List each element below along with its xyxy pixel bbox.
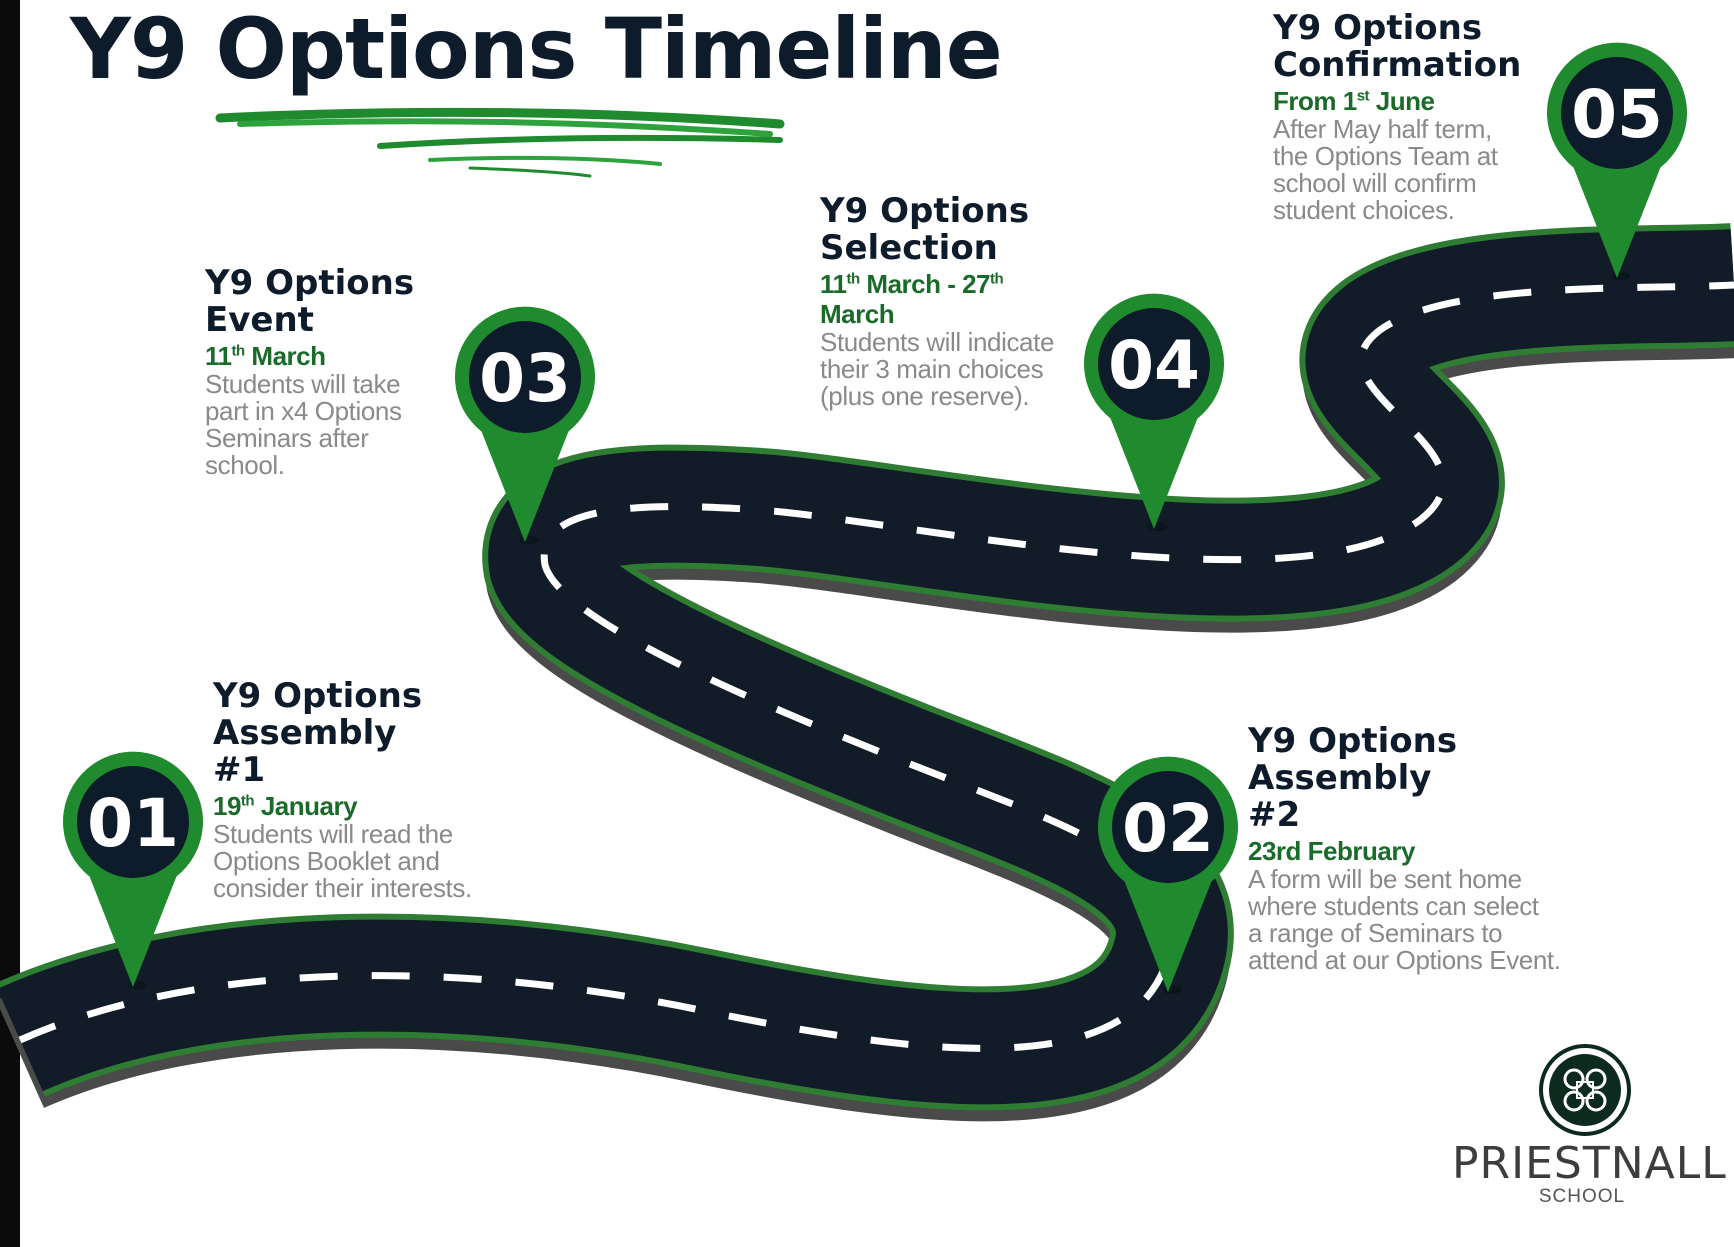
left-border	[0, 0, 20, 1247]
step-description: Students will indicate their 3 main choi…	[820, 327, 1054, 411]
heading-line: #2	[1248, 795, 1301, 835]
step-description: After May half term, the Options Team at…	[1273, 114, 1498, 225]
heading-line: Y9 Options	[1248, 721, 1458, 761]
step-date: 19th January	[213, 791, 358, 821]
step-date: From 1st June	[1273, 86, 1435, 116]
heading-line: Assembly	[1248, 758, 1432, 798]
map-pin-icon: 02	[1098, 756, 1238, 994]
map-pin-icon: 03	[455, 306, 595, 544]
heading-line: #1	[213, 750, 266, 790]
map-pin-icon: 01	[62, 751, 203, 989]
step-heading: Y9 Options Assembly #2	[1248, 723, 1561, 834]
step-heading: Y9 Options Confirmation	[1273, 10, 1521, 84]
step-01-text: Y9 Options Assembly #1 19th January Stud…	[213, 678, 472, 902]
step-description: Students will take part in x4 Options Se…	[205, 369, 402, 480]
step-number: 03	[479, 340, 571, 417]
priestnall-crest-icon	[1539, 1044, 1631, 1136]
step-number: 05	[1571, 76, 1663, 153]
step-heading: Y9 Options Selection	[820, 193, 1054, 267]
step-heading: Y9 Options Assembly #1	[213, 678, 472, 789]
map-pin-icon: 04	[1084, 293, 1224, 531]
school-logo-name: PRIESTNALL	[1452, 1138, 1727, 1189]
step-date: 23rd February	[1248, 836, 1415, 866]
heading-line: Y9 Options	[213, 676, 423, 716]
step-description: Students will read the Options Booklet a…	[213, 819, 472, 903]
road-center-dashes	[18, 281, 1734, 1052]
heading-line: Y9 Options	[205, 263, 415, 303]
step-heading: Y9 Options Event	[205, 265, 414, 339]
page-title: Y9 Options Timeline	[70, 0, 1003, 98]
brush-underline	[215, 107, 785, 178]
heading-line: Y9 Options	[820, 191, 1030, 231]
step-02-text: Y9 Options Assembly #2 23rd February A f…	[1248, 723, 1561, 974]
step-date: 11th March	[205, 341, 326, 371]
step-05-text: Y9 Options Confirmation From 1st June Af…	[1273, 10, 1521, 224]
school-logo-subtitle: SCHOOL	[1538, 1186, 1626, 1207]
heading-line: Assembly	[213, 713, 397, 753]
step-description: A form will be sent home where students …	[1248, 864, 1561, 975]
map-pin-icon: 05	[1547, 42, 1687, 280]
step-03-text: Y9 Options Event 11th March Students wil…	[205, 265, 414, 479]
heading-line: Selection	[820, 228, 998, 268]
step-number: 01	[87, 785, 179, 862]
heading-line: Confirmation	[1273, 45, 1522, 85]
step-number: 04	[1108, 327, 1200, 404]
step-number: 02	[1122, 790, 1214, 867]
heading-line: Y9 Options	[1273, 8, 1483, 48]
heading-line: Event	[205, 300, 314, 340]
